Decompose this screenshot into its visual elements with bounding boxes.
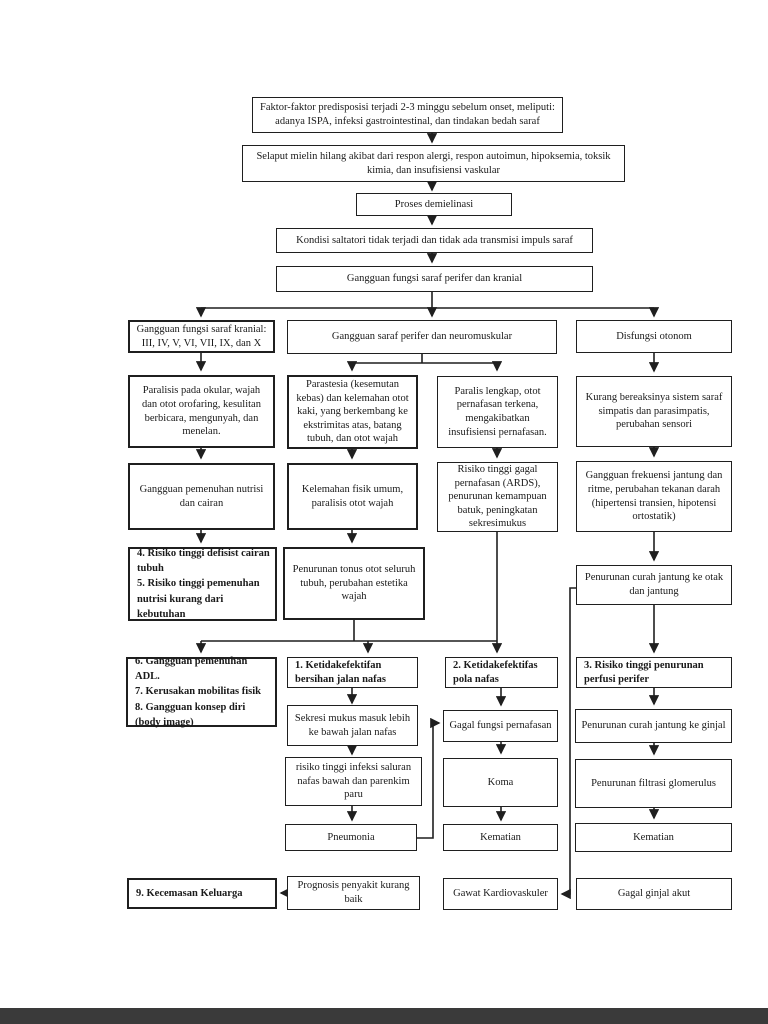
node-diagnosis-4-5: 4. Risiko tinggi defisist cairan tubuh 5… [128, 547, 277, 621]
node-diagnosis-2: 2. Ketidakefektifas pola nafas [445, 657, 558, 688]
node-gagal-fungsi-pernafasan: Gagal fungsi pernafasan [443, 710, 558, 742]
node-gawat-kardiovaskuler: Gawat Kardiovaskuler [443, 878, 558, 910]
node-diagnosis-6-7-8: 6. Gangguan pemenuhan ADL. 7. Kerusakan … [126, 656, 277, 728]
node-gangguan-frekuensi-jantung: Gangguan frekuensi jantung dan ritme, pe… [576, 461, 732, 532]
node-header-saraf-perifer: Gangguan saraf perifer dan neuromuskular [287, 320, 557, 354]
node-kematian-kanan: Kematian [575, 823, 732, 852]
node-faktor-predisposisi: Faktor-faktor predisposisi terjadi 2-3 m… [252, 97, 563, 133]
node-curah-jantung-ginjal: Penurunan curah jantung ke ginjal [575, 709, 732, 743]
node-kelemahan-fisik: Kelemahan fisik umum, paralisis otot waj… [287, 463, 418, 530]
node-prognosis: Prognosis penyakit kurang baik [287, 876, 420, 910]
viewer-bottom-bar [0, 1008, 768, 1024]
node-risiko-infeksi: risiko tinggi infeksi saluran nafas bawa… [285, 757, 422, 806]
node-sekresi-mukus: Sekresi mukus masuk lebih ke bawah jalan… [287, 705, 418, 746]
node-kondisi-saltatori: Kondisi saltatori tidak terjadi dan tida… [276, 228, 593, 253]
node-penurunan-tonus: Penurunan tonus otot seluruh tubuh, peru… [283, 547, 425, 620]
node-header-disfungsi-otonom: Disfungsi otonom [576, 320, 732, 353]
node-curah-jantung-otak: Penurunan curah jantung ke otak dan jant… [576, 565, 732, 605]
node-diagnosis-3: 3. Risiko tinggi penurunan perfusi perif… [576, 657, 732, 688]
node-selaput-mielin: Selaput mielin hilang akibat dari respon… [242, 145, 625, 182]
node-diagnosis-9: 9. Kecemasan Keluarga [127, 878, 277, 909]
node-paralis-lengkap: Paralis lengkap, otot pernafasan terkena… [437, 376, 558, 448]
node-gangguan-nutrisi: Gangguan pemenuhan nutrisi dan cairan [128, 463, 275, 530]
node-risiko-ards: Risiko tinggi gagal pernafasan (ARDS), p… [437, 462, 558, 532]
node-diagnosis-1: 1. Ketidakefektifan bersihan jalan nafas [287, 657, 418, 688]
node-header-saraf-kranial: Gangguan fungsi saraf kranial: III, IV, … [128, 320, 275, 353]
node-gangguan-fungsi-saraf: Gangguan fungsi saraf perifer dan krania… [276, 266, 593, 292]
node-gagal-ginjal-akut: Gagal ginjal akut [576, 878, 732, 910]
node-paralisis-okular: Paralisis pada okular, wajah dan otot or… [128, 375, 275, 448]
node-proses-demielinasi: Proses demielinasi [356, 193, 512, 216]
node-pneumonia: Pneumonia [285, 824, 417, 851]
node-parastesia: Parastesia (kesemutan kebas) dan kelemah… [287, 375, 418, 449]
node-kurang-bereaksi-saraf: Kurang bereaksinya sistem saraf simpatis… [576, 376, 732, 447]
node-kematian-tengah: Kematian [443, 824, 558, 851]
node-koma: Koma [443, 758, 558, 807]
node-filtrasi-glomerulus: Penurunan filtrasi glomerulus [575, 759, 732, 808]
